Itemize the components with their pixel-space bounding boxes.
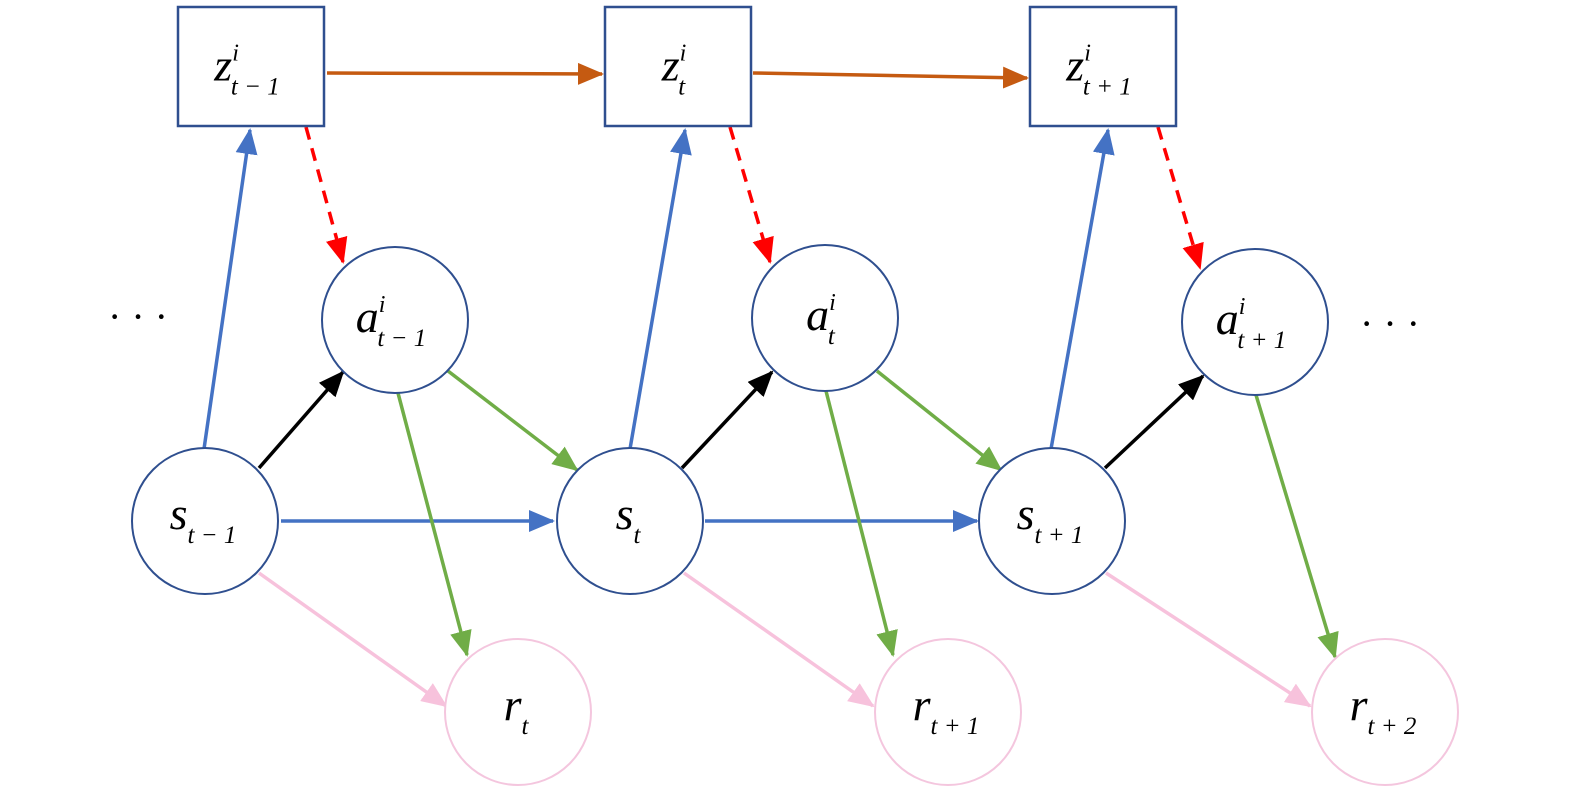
node-label-subscript: t + 1 (931, 713, 980, 740)
node-label: zi t − 1 (213, 40, 279, 101)
node-label-subscript: t (828, 323, 836, 350)
edges-layer (202, 62, 1339, 708)
node-label: ai t − 1 (356, 291, 427, 352)
state-node-circle (978, 447, 1126, 595)
reward-node-1: rt (444, 638, 592, 786)
action-to-reward-edge-2 (824, 390, 898, 657)
node-label: rt + 1 (913, 679, 980, 740)
state-to-action-edge-2 (680, 370, 774, 470)
action-to-reward-edge-3 (1254, 394, 1339, 659)
ellipsis-left: · · · (108, 294, 168, 339)
action-to-state-edge-1 (446, 369, 579, 472)
node-label-base: r (913, 679, 932, 730)
latent-node-box (603, 5, 753, 128)
node-label-base: s (170, 488, 188, 539)
node-label-subscript: t − 1 (377, 325, 426, 352)
state-to-latent-edge-2 (628, 128, 692, 450)
node-label-base: z (661, 40, 680, 91)
state-to-action-edge-3 (1103, 374, 1205, 470)
action-to-reward-edge-1 (396, 392, 472, 657)
state-to-latent-edge-1 (202, 128, 258, 450)
action-node-circle (321, 246, 469, 394)
state-node-1: st − 1 (131, 447, 279, 595)
action-node-3: ai t + 1 (1181, 248, 1329, 396)
state-to-reward-edge-2 (682, 571, 875, 708)
node-label-superscript: i (232, 41, 239, 67)
node-label-base: s (616, 488, 634, 539)
reward-node-circle (444, 638, 592, 786)
node-label-base: z (213, 40, 232, 91)
node-label-superscript: i (379, 292, 386, 318)
state-node-circle (556, 447, 704, 595)
latent-edge-2 (752, 66, 1029, 89)
action-node-circle (751, 244, 899, 392)
latent-node-1: zi t − 1 (176, 5, 326, 128)
reward-node-2: rt + 1 (874, 638, 1022, 786)
state-to-reward-edge-3 (1105, 571, 1312, 708)
reward-node-circle (1311, 638, 1459, 786)
action-node-1: ai t − 1 (321, 246, 469, 394)
state-node-3: st + 1 (978, 447, 1126, 595)
node-label-base: a (806, 289, 829, 340)
node-label-subscript: t − 1 (231, 74, 280, 101)
node-label: rt + 2 (1350, 679, 1417, 740)
node-label-subscript: t (521, 713, 529, 740)
node-label-base: z (1065, 40, 1084, 91)
state-node-circle (131, 447, 279, 595)
node-label-subscript: t − 1 (188, 522, 237, 549)
node-label-subscript: t + 1 (1237, 327, 1286, 354)
latent-to-action-edge-2 (728, 126, 774, 264)
latent-edge-1 (326, 62, 604, 85)
latent-to-action-edge-1 (304, 126, 348, 264)
node-label: ai t + 1 (1216, 293, 1287, 354)
node-label: st + 1 (1017, 488, 1084, 549)
latent-node-box (1028, 5, 1178, 128)
latent-to-action-edge-3 (1156, 126, 1204, 270)
node-label-base: a (1216, 293, 1239, 344)
node-label-superscript: i (1084, 41, 1091, 67)
state-node-2: st (556, 447, 704, 595)
reward-node-3: rt + 2 (1311, 638, 1459, 786)
node-label-subscript: t + 2 (1368, 713, 1417, 740)
action-to-state-edge-2 (875, 369, 1003, 472)
node-label: rt (504, 679, 530, 740)
reward-node-circle (874, 638, 1022, 786)
node-label-base: r (504, 679, 523, 730)
node-label-superscript: i (680, 41, 687, 67)
node-label: st − 1 (170, 488, 237, 549)
node-label-base: a (356, 291, 379, 342)
node-label-subscript: t + 1 (1035, 522, 1084, 549)
node-label-superscript: i (829, 290, 836, 316)
ellipsis-right: · · · (1360, 301, 1420, 346)
node-label-subscript: t + 1 (1083, 74, 1132, 101)
node-label: zi t + 1 (1065, 40, 1131, 101)
node-label-base: r (1350, 679, 1369, 730)
action-node-circle (1181, 248, 1329, 396)
latent-node-3: zi t + 1 (1028, 5, 1178, 128)
state-to-reward-edge-1 (257, 571, 448, 708)
latent-node-box (176, 5, 326, 128)
state-to-action-edge-1 (257, 370, 345, 470)
node-label-subscript: t (633, 522, 641, 549)
node-label-subscript: t (678, 74, 686, 101)
state-to-latent-edge-3 (1049, 128, 1115, 450)
node-label: st (616, 488, 642, 549)
node-label-superscript: i (1239, 294, 1246, 320)
node-label-base: s (1017, 488, 1035, 539)
